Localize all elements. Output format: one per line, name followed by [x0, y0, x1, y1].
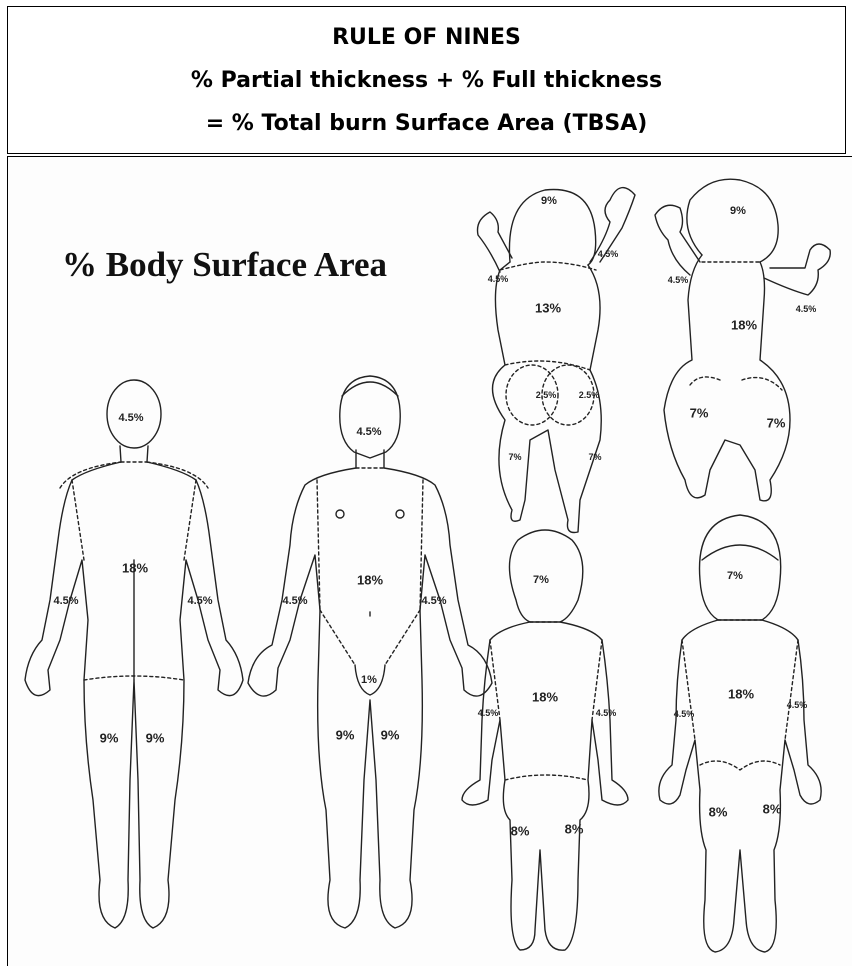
adult-front-right-arm-pct: 4.5% — [421, 595, 446, 607]
infant-front-figure — [655, 179, 830, 501]
infant-back-trunk-pct: 13% — [535, 301, 561, 316]
child-front-head-pct: 7% — [727, 570, 743, 582]
adult-front-figure — [248, 376, 492, 928]
child-back-right-leg-pct: 8% — [565, 822, 584, 837]
child-front-left-arm-pct: 4.5% — [674, 709, 695, 719]
child-back-head-pct: 7% — [533, 574, 549, 586]
infant-back-right-buttock-pct: 2.5% — [579, 390, 600, 400]
child-front-left-leg-pct: 8% — [709, 805, 728, 820]
infant-front-left-leg-pct: 7% — [690, 406, 709, 421]
adult-back-head-pct: 4.5% — [118, 412, 143, 424]
adult-back-figure — [25, 380, 243, 928]
infant-front-head-pct: 9% — [730, 205, 746, 217]
adult-back-left-leg-pct: 9% — [100, 731, 119, 746]
child-back-left-arm-pct: 4.5% — [478, 708, 499, 718]
child-front-right-leg-pct: 8% — [763, 802, 782, 817]
adult-back-left-arm-pct: 4.5% — [53, 595, 78, 607]
child-back-left-leg-pct: 8% — [511, 824, 530, 839]
infant-back-left-arm-pct: 4.5% — [488, 274, 509, 284]
infant-back-figure — [478, 188, 636, 533]
child-front-trunk-pct: 18% — [728, 687, 754, 702]
infant-back-right-leg-pct: 7% — [588, 452, 601, 462]
adult-front-head-pct: 4.5% — [356, 426, 381, 438]
infant-front-trunk-pct: 18% — [731, 318, 757, 333]
child-front-right-arm-pct: 4.5% — [787, 700, 808, 710]
infant-back-right-arm-pct: 4.5% — [598, 249, 619, 259]
infant-back-head-pct: 9% — [541, 195, 557, 207]
body-surface-area-title: % Body Surface Area — [62, 245, 387, 285]
adult-front-genitals-pct: 1% — [361, 674, 377, 686]
adult-front-right-leg-pct: 9% — [381, 728, 400, 743]
infant-back-left-buttock-pct: 2.5% — [536, 390, 557, 400]
infant-front-right-arm-pct: 4.5% — [796, 304, 817, 314]
adult-back-trunk-pct: 18% — [122, 561, 148, 576]
child-back-right-arm-pct: 4.5% — [596, 708, 617, 718]
child-back-figure — [462, 530, 628, 950]
adult-front-left-arm-pct: 4.5% — [282, 595, 307, 607]
infant-front-right-leg-pct: 7% — [767, 416, 786, 431]
child-back-trunk-pct: 18% — [532, 690, 558, 705]
adult-back-right-leg-pct: 9% — [146, 731, 165, 746]
adult-front-left-leg-pct: 9% — [336, 728, 355, 743]
adult-front-trunk-pct: 18% — [357, 573, 383, 588]
infant-back-left-leg-pct: 7% — [508, 452, 521, 462]
adult-back-right-arm-pct: 4.5% — [187, 595, 212, 607]
infant-front-left-arm-pct: 4.5% — [668, 275, 689, 285]
